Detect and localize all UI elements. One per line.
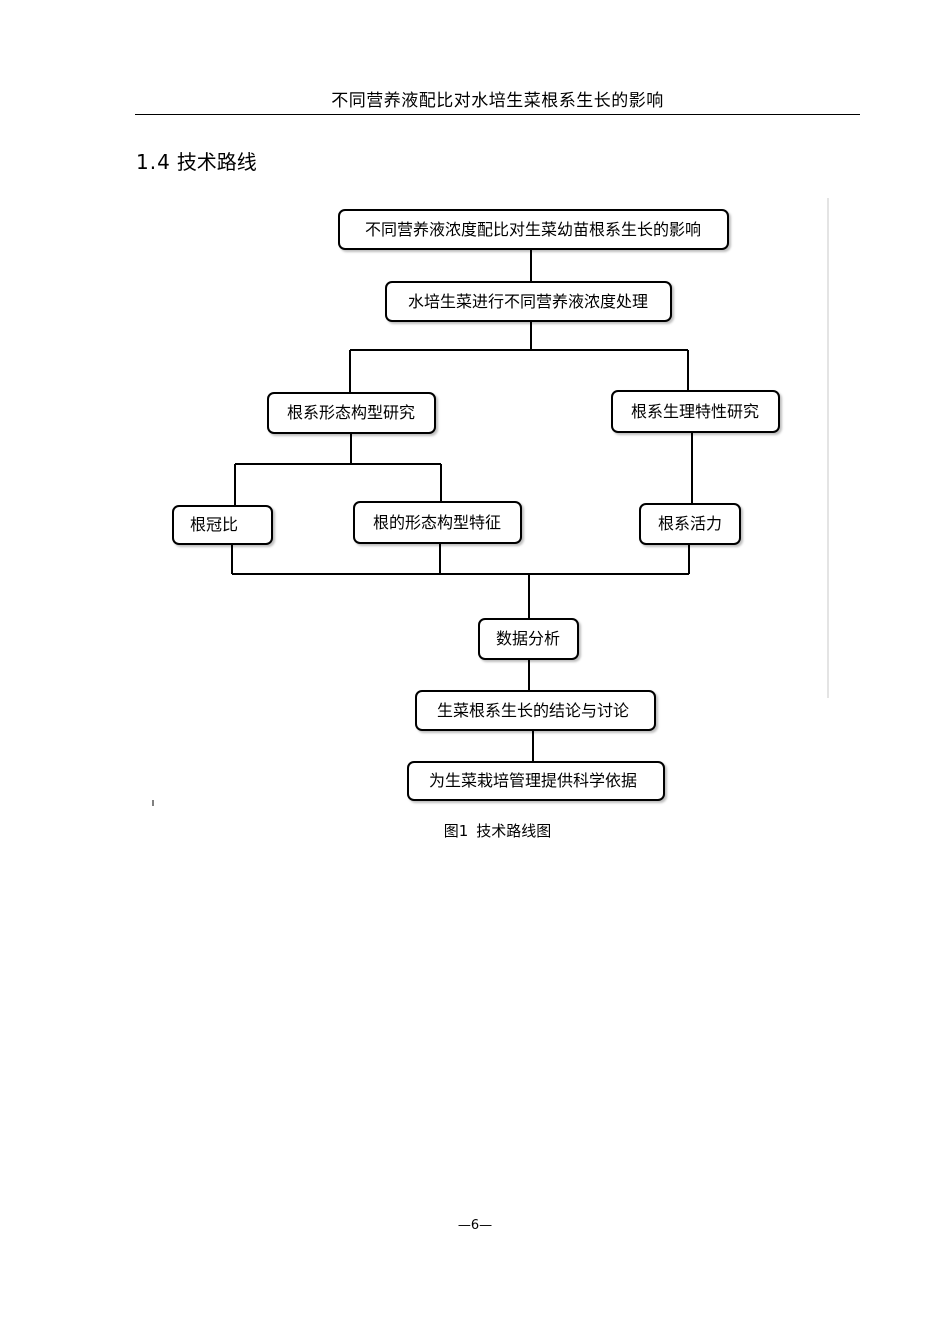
flow-node-basis: 为生菜栽培管理提供科学依据 [407, 761, 665, 801]
figure-caption: 图1 技术路线图 [135, 820, 860, 842]
flow-connectors [231, 249, 693, 762]
flow-node-root-activity: 根系活力 [639, 503, 741, 545]
flow-node-root-morphology-label: 根的形态构型特征 [373, 513, 501, 532]
flow-node-morphology-study: 根系形态构型研究 [267, 392, 436, 434]
section-number: 1.4 [136, 150, 171, 174]
page-number: —6— [457, 1218, 493, 1233]
flow-node-conclusion-label: 生菜根系生长的结论与讨论 [437, 701, 629, 720]
flow-node-data-analysis: 数据分析 [478, 618, 579, 660]
flow-node-physiology-study: 根系生理特性研究 [611, 390, 780, 433]
running-header: 不同营养液配比对水培生菜根系生长的影响 [331, 91, 664, 111]
flow-node-root-morphology: 根的形态构型特征 [353, 501, 522, 544]
technical-route-flowchart: 不同营养液浓度配比对生菜幼苗根系生长的影响 水培生菜进行不同营养液浓度处理 根系… [150, 190, 840, 810]
flow-node-topic: 不同营养液浓度配比对生菜幼苗根系生长的影响 [338, 209, 729, 250]
figure-caption-label: 图1 [443, 822, 469, 840]
flow-node-root-activity-label: 根系活力 [658, 514, 722, 533]
flow-node-data-analysis-label: 数据分析 [496, 629, 560, 648]
flow-node-basis-label: 为生菜栽培管理提供科学依据 [429, 771, 637, 790]
section-title: 技术路线 [176, 150, 257, 174]
flow-node-topic-label: 不同营养液浓度配比对生菜幼苗根系生长的影响 [365, 220, 701, 239]
flow-node-conclusion: 生菜根系生长的结论与讨论 [415, 690, 656, 731]
flow-node-physiology-study-label: 根系生理特性研究 [631, 402, 759, 421]
flow-node-morphology-study-label: 根系形态构型研究 [287, 403, 415, 422]
flow-node-root-shoot-ratio: 根冠比 [172, 505, 273, 545]
header-rule [135, 114, 860, 115]
flow-node-treatment: 水培生菜进行不同营养液浓度处理 [385, 281, 672, 322]
flow-node-root-shoot-ratio-label: 根冠比 [190, 515, 238, 534]
figure-caption-text: 技术路线图 [476, 822, 552, 840]
flow-node-treatment-label: 水培生菜进行不同营养液浓度处理 [408, 292, 648, 311]
